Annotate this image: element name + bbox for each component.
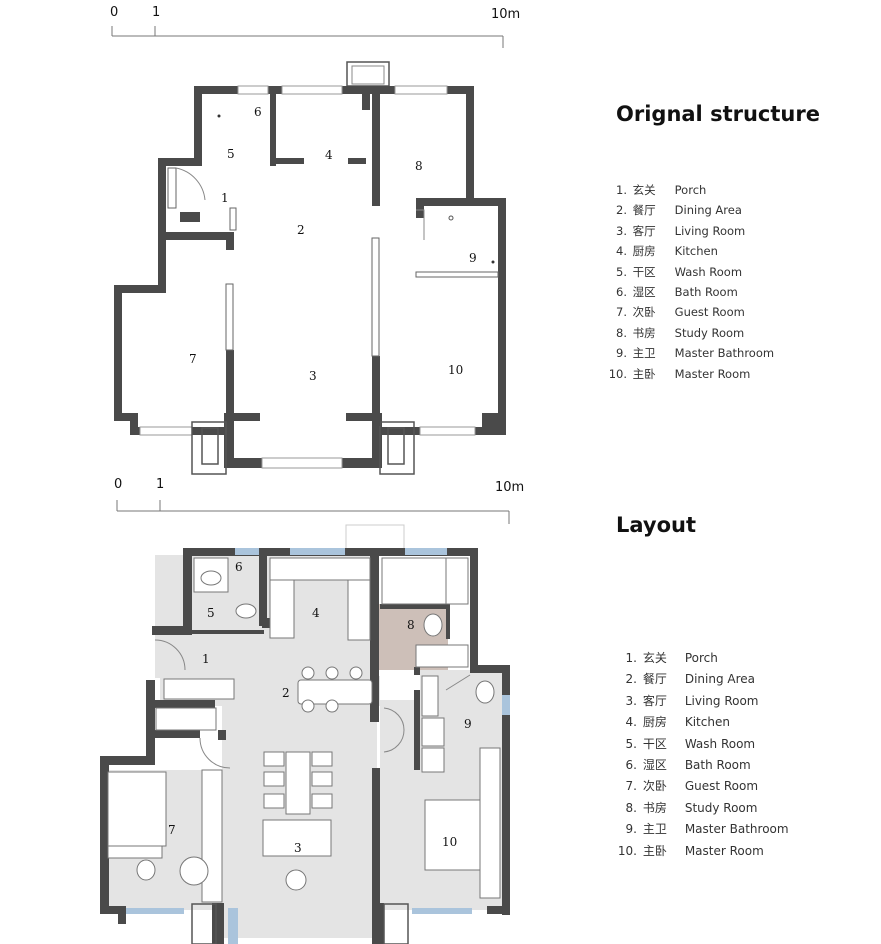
- room-number-2: 2: [297, 223, 305, 237]
- room-number-10: 10: [442, 835, 457, 849]
- scale-one-label: 1: [156, 477, 164, 492]
- room-number-4: 4: [325, 148, 333, 162]
- room-number-6: 6: [254, 105, 262, 119]
- original-structure-plan: 1 2 3 4 5 6 7 8 9 10: [114, 61, 506, 475]
- scale-zero-label: 0: [110, 5, 118, 20]
- layout-plan: 1 2 3 4 5 6 7 8 9 10: [100, 524, 510, 944]
- scale-ten-label: 10m: [495, 480, 524, 495]
- room-number-8: 8: [407, 618, 415, 632]
- room-number-1: 1: [202, 652, 210, 666]
- room-number-1: 1: [221, 191, 229, 205]
- room-number-5: 5: [227, 147, 235, 161]
- scale-ten-label: 10m: [491, 7, 520, 22]
- room-number-9: 9: [469, 251, 477, 265]
- room-number-7: 7: [189, 352, 197, 366]
- scale-bar-top: 0 1 10m: [110, 5, 520, 48]
- room-number-4: 4: [312, 606, 320, 620]
- room-number-5: 5: [207, 606, 215, 620]
- original-structure-title: Orignal structure: [616, 102, 820, 126]
- scale-zero-label: 0: [114, 477, 122, 492]
- scale-one-label: 1: [152, 5, 160, 20]
- room-number-3: 3: [309, 369, 317, 383]
- layout-title: Layout: [616, 513, 697, 537]
- room-number-9: 9: [464, 717, 472, 731]
- room-number-8: 8: [415, 159, 423, 173]
- scale-bar-bottom: 0 1 10m: [114, 477, 524, 524]
- room-number-2: 2: [282, 686, 290, 700]
- room-number-3: 3: [294, 841, 302, 855]
- room-number-7: 7: [168, 823, 176, 837]
- room-number-6: 6: [235, 560, 243, 574]
- room-number-10: 10: [448, 363, 463, 377]
